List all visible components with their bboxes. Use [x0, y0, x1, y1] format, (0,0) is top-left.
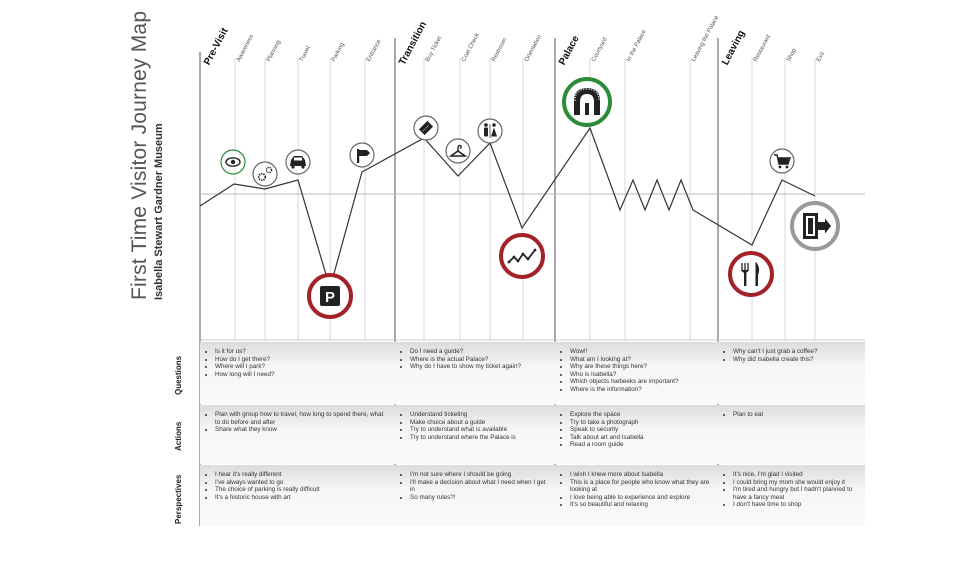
row-label: Actions	[174, 421, 183, 452]
coat-hanger-icon	[445, 138, 471, 164]
cell-item: Where is the information?	[570, 386, 713, 394]
shopping-cart-icon	[769, 148, 795, 174]
cell-item: The choice of parking is really difficul…	[215, 486, 386, 494]
cell-item: Try to take a photograph	[570, 419, 713, 427]
cell-item: How do I get there?	[215, 356, 386, 364]
emotion-curve	[199, 126, 816, 291]
cell-item: How long will I need?	[215, 371, 386, 379]
cell-item: Plan with group how to travel, how long …	[215, 411, 386, 426]
cell-item: Which objects Isebeeks are important?	[570, 378, 713, 386]
cell-item: I don't have time to shop	[733, 501, 862, 509]
cell-item: Why do I have to show my ticket again?	[410, 363, 551, 371]
table-cell: Do I need a guide?Where is the actual Pa…	[401, 348, 551, 371]
cell-item: Share what they know	[215, 426, 386, 434]
cell-item: Read a room guide	[570, 441, 713, 449]
cell-item: Talk about art and Isabella	[570, 434, 713, 442]
cell-item: Where will I park?	[215, 363, 386, 371]
restaurant-icon	[728, 251, 774, 297]
row-label: Questions	[174, 355, 183, 395]
table-row-band	[200, 405, 865, 464]
cell-item: Explore the space	[570, 411, 713, 419]
cell-item: Who is Isabella?	[570, 371, 713, 379]
cell-item: I hear it's really different	[215, 471, 386, 479]
cell-item: Why are these things here?	[570, 363, 713, 371]
cell-item: This is a place for people who know what…	[570, 479, 713, 494]
cell-item: Understand ticketing	[410, 411, 551, 419]
ticket-icon	[413, 115, 439, 141]
table-row-band	[200, 465, 865, 526]
row-label: Perspectives	[174, 474, 183, 525]
parking-icon: P	[307, 273, 353, 319]
svg-text:P: P	[325, 289, 335, 306]
cell-item: Try to understand where the Palace is	[410, 434, 551, 442]
table-cell: I'm not sure where I should be goingI'll…	[401, 471, 551, 501]
cell-item: It's so beautiful and relaxing	[570, 501, 713, 509]
cell-item: Make choice about a guide	[410, 419, 551, 427]
confusing-path-icon	[499, 233, 545, 279]
table-cell: Why can't I just grab a coffee?Why did I…	[724, 348, 862, 363]
table-cell: I wish I knew more about IsabellaThis is…	[561, 471, 713, 509]
cell-item: Why did Isabella create this?	[733, 356, 862, 364]
cell-item: I love being able to experience and expl…	[570, 494, 713, 502]
cell-item: I could bring my mom she would enjoy it	[733, 479, 862, 487]
cell-item: I'll make a decision about what I need w…	[410, 479, 551, 494]
exit-door-icon	[790, 201, 840, 251]
car-icon	[285, 149, 311, 175]
table-cell: Explore the spaceTry to take a photograp…	[561, 411, 713, 449]
table-cell: It's nice, I'm glad I visitedI could bri…	[724, 471, 862, 509]
cell-item: Try to understand what is available	[410, 426, 551, 434]
table-cell: Plan with group how to travel, how long …	[206, 411, 386, 434]
cell-item: Is it for us?	[215, 348, 386, 356]
cell-item: Why can't I just grab a coffee?	[733, 348, 862, 356]
cell-item: What am I looking at?	[570, 356, 713, 364]
table-row-band	[200, 342, 865, 404]
cell-item: Plan to eat	[733, 411, 862, 419]
courtyard-arch-icon	[562, 77, 612, 127]
gears-icon	[252, 161, 278, 187]
cell-item: It's nice, I'm glad I visited	[733, 471, 862, 479]
table-cell: Plan to eat	[724, 411, 862, 419]
cell-item: Wow!!	[570, 348, 713, 356]
cell-item: It's a historic house with art	[215, 494, 386, 502]
cell-item: I'm not sure where I should be going	[410, 471, 551, 479]
cell-item: Speak to security	[570, 426, 713, 434]
table-cell: Wow!!What am I looking at?Why are these …	[561, 348, 713, 394]
table-cell: Understand ticketingMake choice about a …	[401, 411, 551, 441]
cell-item: I wish I knew more about Isabella	[570, 471, 713, 479]
table-cell: I hear it's really differentI've always …	[206, 471, 386, 501]
entrance-sign-icon	[349, 142, 375, 168]
cell-item: I've always wanted to go	[215, 479, 386, 487]
cell-item: I'm tired and hungry but I hadn't planne…	[733, 486, 862, 501]
restroom-icon	[477, 118, 503, 144]
table-cell: Is it for us?How do I get there?Where wi…	[206, 348, 386, 378]
eye-icon	[220, 149, 246, 175]
cell-item: So many rules?!	[410, 494, 551, 502]
cell-item: Where is the actual Palace?	[410, 356, 551, 364]
cell-item: Do I need a guide?	[410, 348, 551, 356]
